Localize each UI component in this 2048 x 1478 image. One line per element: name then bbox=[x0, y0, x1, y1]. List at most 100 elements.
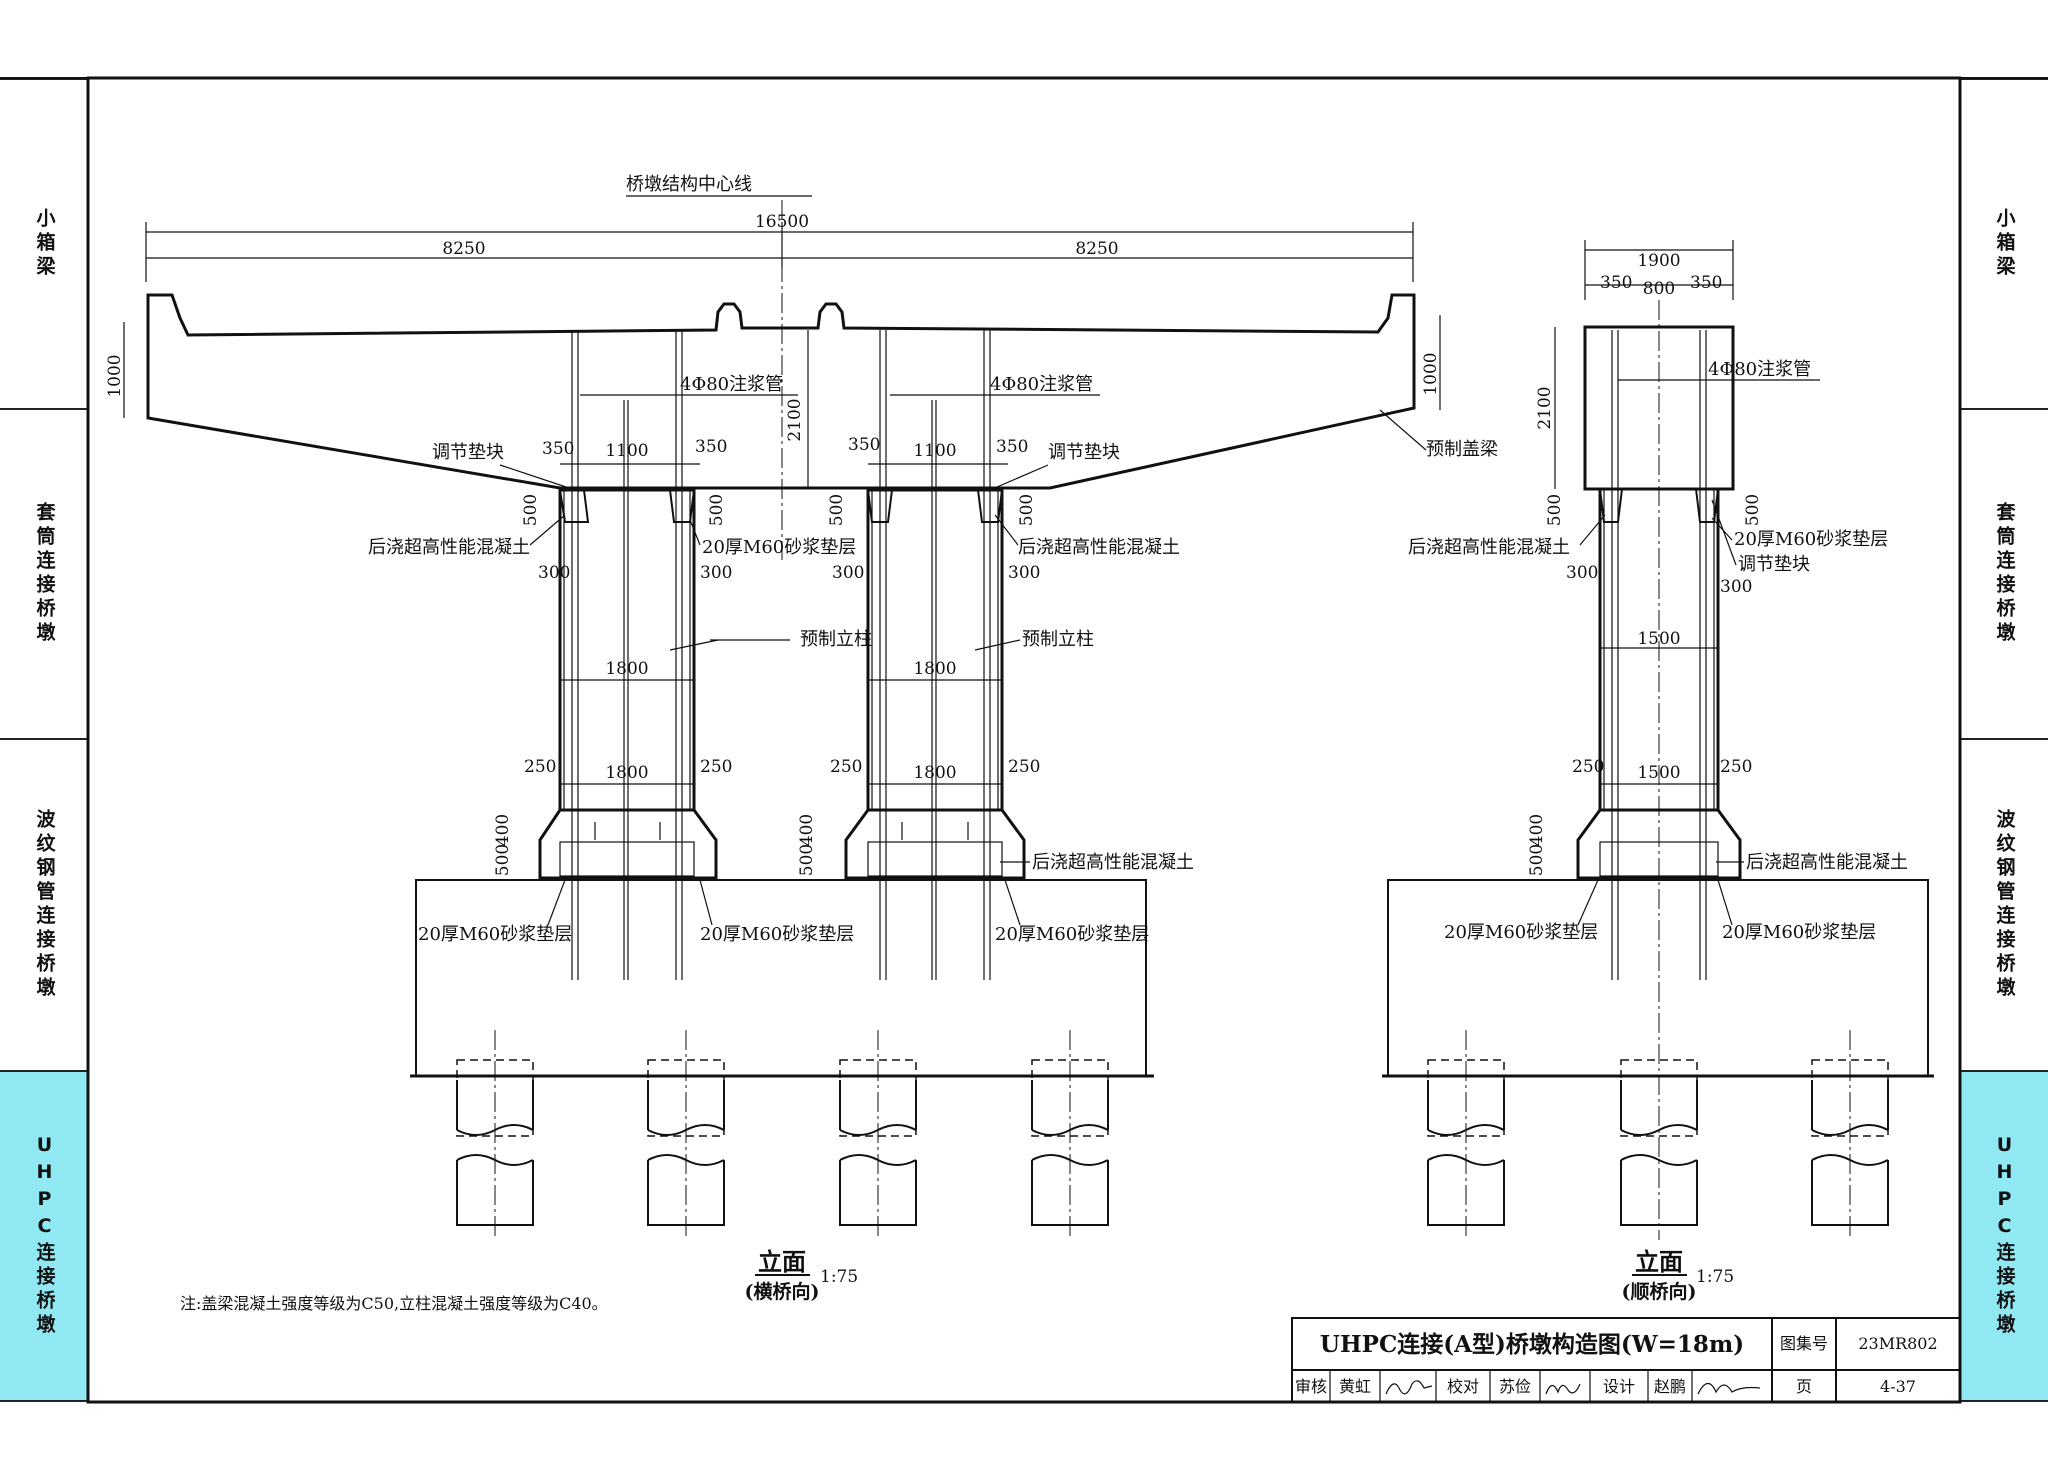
dim-cap-depth: 2100 bbox=[785, 398, 805, 441]
svg-text:350: 350 bbox=[1600, 273, 1632, 293]
mortar-label-long-2: 20厚M60砂浆垫层 bbox=[1722, 922, 1876, 943]
svg-text:2100: 2100 bbox=[1535, 386, 1555, 429]
mortar-label-t3: 20厚M60砂浆垫层 bbox=[700, 924, 854, 945]
mortar-label-long-top: 20厚M60砂浆垫层 bbox=[1734, 529, 1888, 550]
piles-longitudinal bbox=[1427, 1030, 1889, 1240]
right-tab-corrugated-pier[interactable]: 波纹钢管连接桥墩 bbox=[1960, 738, 2048, 1070]
left-tab-corrugated-pier[interactable]: 波纹钢管连接桥墩 bbox=[0, 738, 88, 1070]
svg-text:250: 250 bbox=[524, 757, 556, 777]
post-uhpc-label-t3: 后浇超高性能混凝土 bbox=[1032, 852, 1194, 873]
column-base-1 bbox=[538, 808, 718, 880]
post-uhpc-label-long: 后浇超高性能混凝土 bbox=[1408, 537, 1570, 558]
svg-text:250: 250 bbox=[700, 757, 732, 777]
svg-text:500: 500 bbox=[1545, 494, 1565, 526]
grout-pipe-label-1: 4Φ80注浆管 bbox=[680, 374, 783, 395]
svg-text:250: 250 bbox=[1008, 757, 1040, 777]
mortar-label-long-1: 20厚M60砂浆垫层 bbox=[1444, 922, 1598, 943]
check-signature bbox=[1545, 1383, 1581, 1395]
pile-cap-longitudinal bbox=[1387, 879, 1929, 1077]
caption-transverse-sub: (横桥向) bbox=[745, 1280, 820, 1303]
check-label: 校对 bbox=[1447, 1377, 1479, 1396]
svg-text:300: 300 bbox=[1566, 563, 1598, 583]
pile-t1 bbox=[456, 1030, 534, 1240]
post-uhpc-fill-1 bbox=[559, 841, 695, 877]
precast-column-1 bbox=[558, 488, 696, 812]
precast-cap-beam bbox=[146, 293, 1416, 490]
scale-longitudinal: 1:75 bbox=[1696, 1267, 1734, 1287]
dim-half-right: 8250 bbox=[1075, 239, 1118, 259]
svg-text:500: 500 bbox=[1743, 494, 1763, 526]
precast-column-label-1: 预制立柱 bbox=[800, 629, 872, 650]
svg-text:250: 250 bbox=[830, 757, 862, 777]
design-label: 设计 bbox=[1603, 1377, 1635, 1396]
design-name: 赵鹏 bbox=[1654, 1377, 1686, 1396]
right-tab-uhpc-pier[interactable]: UHPC连接桥墩 bbox=[1960, 1070, 2048, 1402]
precast-column-2 bbox=[866, 488, 1004, 812]
post-uhpc-label-t1: 后浇超高性能混凝土 bbox=[368, 537, 530, 558]
svg-text:400: 400 bbox=[493, 814, 513, 846]
drawing-title: UHPC连接(A型)桥墩构造图(W=18m) bbox=[1320, 1331, 1744, 1358]
design-note: 注:盖梁混凝土强度等级为C50,立柱混凝土强度等级为C40。 bbox=[180, 1294, 608, 1313]
longitudinal-elevation: 1900 350 800 350 2100 4Φ80注浆管 500 500 30… bbox=[1382, 240, 1934, 1303]
grout-pipe-label-long: 4Φ80注浆管 bbox=[1708, 359, 1811, 380]
svg-text:350: 350 bbox=[848, 435, 880, 455]
dim-cap-height-left: 1000 bbox=[105, 354, 125, 397]
transverse-elevation: 桥墩结构中心线 16500 8250 8250 1000 1000 2100 4… bbox=[105, 174, 1498, 1303]
check-name: 苏俭 bbox=[1499, 1377, 1531, 1396]
svg-text:400: 400 bbox=[797, 814, 817, 846]
dim-base-width-2: 1800 bbox=[913, 763, 956, 783]
left-tab-uhpc-pier[interactable]: UHPC连接桥墩 bbox=[0, 1070, 88, 1402]
svg-text:350: 350 bbox=[996, 437, 1028, 457]
svg-text:350: 350 bbox=[1690, 273, 1722, 293]
post-uhpc-fill-2 bbox=[867, 841, 1003, 877]
mortar-label-t1: 20厚M60砂浆垫层 bbox=[702, 537, 856, 558]
atlas-label: 图集号 bbox=[1780, 1334, 1828, 1353]
column-base-2 bbox=[844, 808, 1026, 880]
column-1: 350 1100 350 500 500 300 300 1800 1800 bbox=[521, 330, 872, 980]
review-signature bbox=[1385, 1380, 1433, 1395]
dim-total-width: 16500 bbox=[755, 212, 809, 232]
dim-base-width-1: 1800 bbox=[605, 763, 648, 783]
dim-350-c1-right: 350 bbox=[695, 437, 727, 457]
design-signature bbox=[1697, 1382, 1761, 1395]
centerline-label: 桥墩结构中心线 bbox=[626, 174, 752, 195]
caption-longitudinal: 立面 bbox=[1635, 1247, 1683, 1276]
svg-text:300: 300 bbox=[1720, 577, 1752, 597]
dim-col-width-2: 1800 bbox=[913, 659, 956, 679]
dim-long-base-width: 1500 bbox=[1637, 763, 1680, 783]
left-tab-sleeve-pier[interactable]: 套筒连接桥墩 bbox=[0, 408, 88, 738]
pile-t4 bbox=[1031, 1030, 1109, 1240]
dim-long-total: 1900 bbox=[1637, 251, 1680, 271]
scale-transverse: 1:75 bbox=[820, 1267, 858, 1287]
piles-transverse bbox=[456, 1030, 1109, 1240]
svg-text:500: 500 bbox=[827, 494, 847, 526]
adjust-block-label-long: 调节垫块 bbox=[1738, 554, 1810, 575]
svg-text:500: 500 bbox=[493, 844, 513, 876]
pile-l2 bbox=[1620, 1059, 1698, 1226]
svg-text:500: 500 bbox=[797, 844, 817, 876]
svg-text:300: 300 bbox=[832, 563, 864, 583]
svg-text:300: 300 bbox=[700, 563, 732, 583]
svg-text:500: 500 bbox=[707, 494, 727, 526]
pile-t3 bbox=[839, 1030, 917, 1240]
drawing-frame bbox=[86, 76, 1962, 1404]
column-base-long bbox=[1576, 808, 1742, 880]
svg-text:400: 400 bbox=[1527, 814, 1547, 846]
dim-long-mid: 800 bbox=[1643, 279, 1675, 299]
dim-1100-c1: 1100 bbox=[605, 441, 648, 461]
pile-l3 bbox=[1811, 1030, 1889, 1240]
dim-1100-c2: 1100 bbox=[913, 441, 956, 461]
right-tab-sleeve-pier[interactable]: 套筒连接桥墩 bbox=[1960, 408, 2048, 738]
adjust-block-label-left: 调节垫块 bbox=[432, 442, 504, 463]
grout-pipe-label-2: 4Φ80注浆管 bbox=[990, 374, 1093, 395]
review-name: 黄虹 bbox=[1339, 1377, 1371, 1396]
adjust-block-label-right: 调节垫块 bbox=[1048, 442, 1120, 463]
svg-text:500: 500 bbox=[1017, 494, 1037, 526]
review-label: 审核 bbox=[1295, 1377, 1327, 1396]
pile-cap-transverse bbox=[415, 879, 1147, 1077]
mortar-label-t4: 20厚M60砂浆垫层 bbox=[995, 924, 1149, 945]
post-uhpc-label-long-base: 后浇超高性能混凝土 bbox=[1746, 852, 1908, 873]
title-block: UHPC连接(A型)桥墩构造图(W=18m) 图集号 23MR802 审核 黄虹… bbox=[1291, 1317, 1961, 1403]
caption-transverse: 立面 bbox=[758, 1247, 806, 1276]
